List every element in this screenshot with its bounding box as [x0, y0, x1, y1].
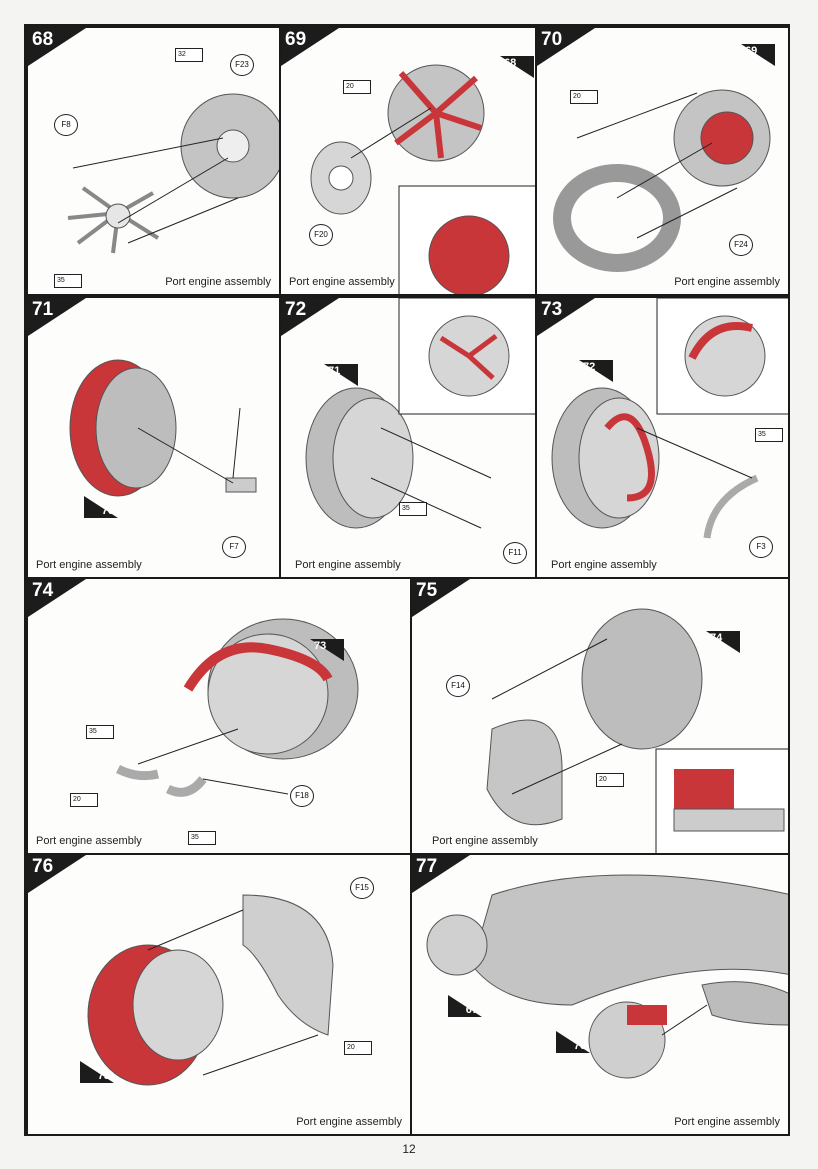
step-reference: 71 [324, 364, 358, 386]
step-reference: 69 [741, 44, 775, 66]
step-69-panel: 69 68 F20 20 Port engine assembly [279, 26, 537, 296]
step-caption: Port engine assembly [36, 835, 142, 847]
step-number: 72 [285, 299, 307, 320]
paint-code: 20 [596, 773, 624, 787]
step-caption: Port engine assembly [674, 1116, 780, 1128]
paint-code: 20 [570, 90, 598, 104]
step-74-panel: 74 73 F18 35 20 35 Port engine assembly [26, 577, 412, 855]
step-71-panel: 71 70 F7 Port engine assembly [26, 296, 281, 579]
step-number: 68 [32, 29, 54, 50]
step-70-panel: 70 69 F24 20 Port engine assembly [535, 26, 790, 296]
paint-code: 20 [70, 793, 98, 807]
step-caption: Port engine assembly [295, 559, 401, 571]
step-number: 73 [541, 299, 563, 320]
step-number: 71 [32, 299, 54, 320]
part-F8: F8 [54, 114, 78, 136]
step-reference: 75 [80, 1061, 114, 1083]
paint-code: 35 [399, 502, 427, 516]
step-caption: Port engine assembly [296, 1116, 402, 1128]
step-number: 77 [416, 856, 438, 877]
step-reference: 67 [448, 995, 482, 1017]
step-77-panel: 77 67 76 Port engine assembly [410, 853, 790, 1136]
paint-code: 35 [86, 725, 114, 739]
step-number: 76 [32, 856, 54, 877]
step-caption: Port engine assembly [674, 276, 780, 288]
paint-code: 20 [344, 1041, 372, 1055]
part-F14: F14 [446, 675, 470, 697]
paint-code: 20 [343, 80, 371, 94]
step-reference: 73 [310, 639, 344, 661]
step-caption: Port engine assembly [36, 559, 142, 571]
step-number: 75 [416, 580, 438, 601]
part-F3: F3 [749, 536, 773, 558]
part-F11: F11 [503, 542, 527, 564]
part-F20: F20 [309, 224, 333, 246]
paint-code: 35 [755, 428, 783, 442]
paint-code: 35 [188, 831, 216, 845]
step-reference: 72 [579, 360, 613, 382]
part-F23: F23 [230, 54, 254, 76]
step-reference: 68 [500, 56, 534, 78]
part-F18: F18 [290, 785, 314, 807]
step-number: 70 [541, 29, 563, 50]
step-number: 69 [285, 29, 307, 50]
page-number: 12 [402, 1142, 416, 1156]
step-caption: Port engine assembly [165, 276, 271, 288]
part-F7: F7 [222, 536, 246, 558]
step-caption: Port engine assembly [432, 835, 538, 847]
step-68-panel: 68 F8 F23 32 35 Port engine assembly [26, 26, 281, 296]
step-caption: Port engine assembly [289, 276, 395, 288]
step-72-panel: 72 71 F11 35 Port engine assembly [279, 296, 537, 579]
step-75-panel: 75 74 F14 20 Port engine assembly [410, 577, 790, 855]
step-caption: Port engine assembly [551, 559, 657, 571]
part-F24: F24 [729, 234, 753, 256]
step-reference: 70 [84, 496, 118, 518]
part-F15: F15 [350, 877, 374, 899]
step-reference: 74 [706, 631, 740, 653]
step-76-panel: 76 75 F15 20 Port engine assembly [26, 853, 412, 1136]
step-number: 74 [32, 580, 54, 601]
step-73-panel: 73 72 F3 35 Port engine assembly [535, 296, 790, 579]
step-reference: 76 [556, 1031, 590, 1053]
paint-code: 35 [54, 274, 82, 288]
paint-code: 32 [175, 48, 203, 62]
